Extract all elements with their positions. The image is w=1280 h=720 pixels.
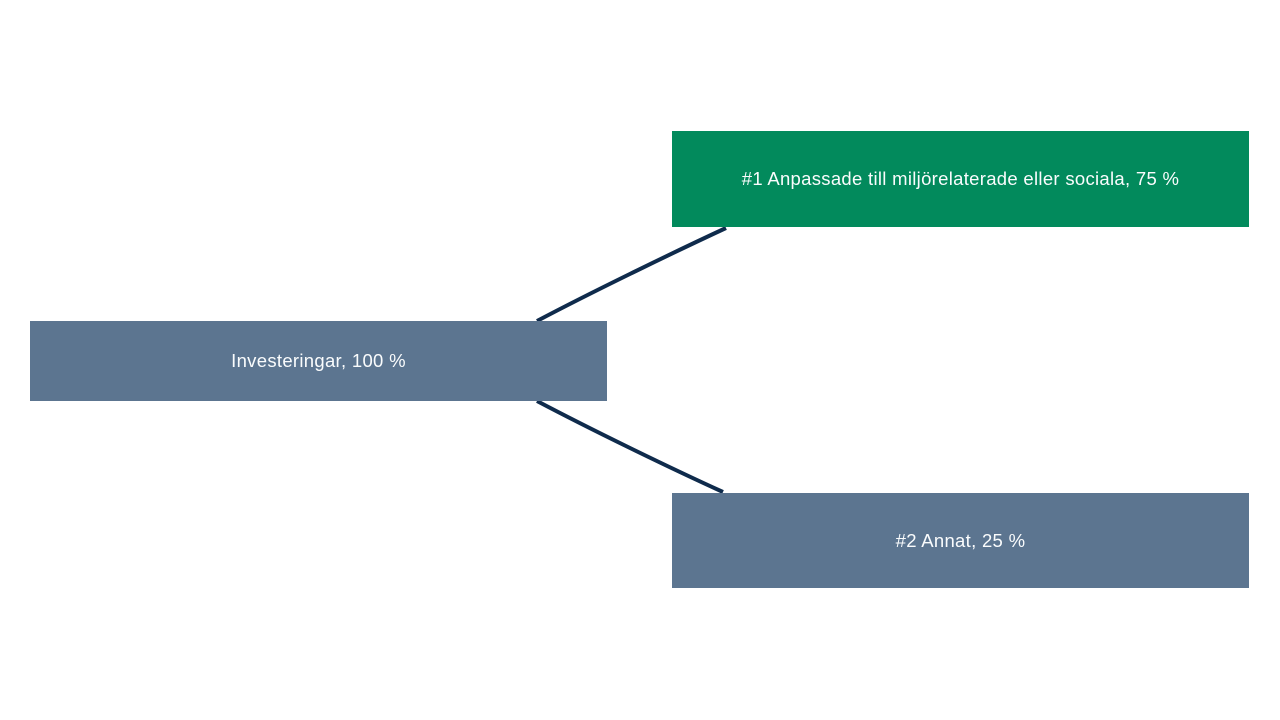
node-root-investeringar: Investeringar, 100 % — [30, 321, 607, 401]
node-branch-2-annat: #2 Annat, 25 % — [672, 493, 1249, 588]
connector-root-to-branch-1 — [536, 226, 727, 323]
node-branch-1-anpassade-miljorelaterade-sociala: #1 Anpassade till miljörelaterade eller … — [672, 131, 1249, 227]
connector-root-to-branch-2 — [536, 399, 724, 494]
